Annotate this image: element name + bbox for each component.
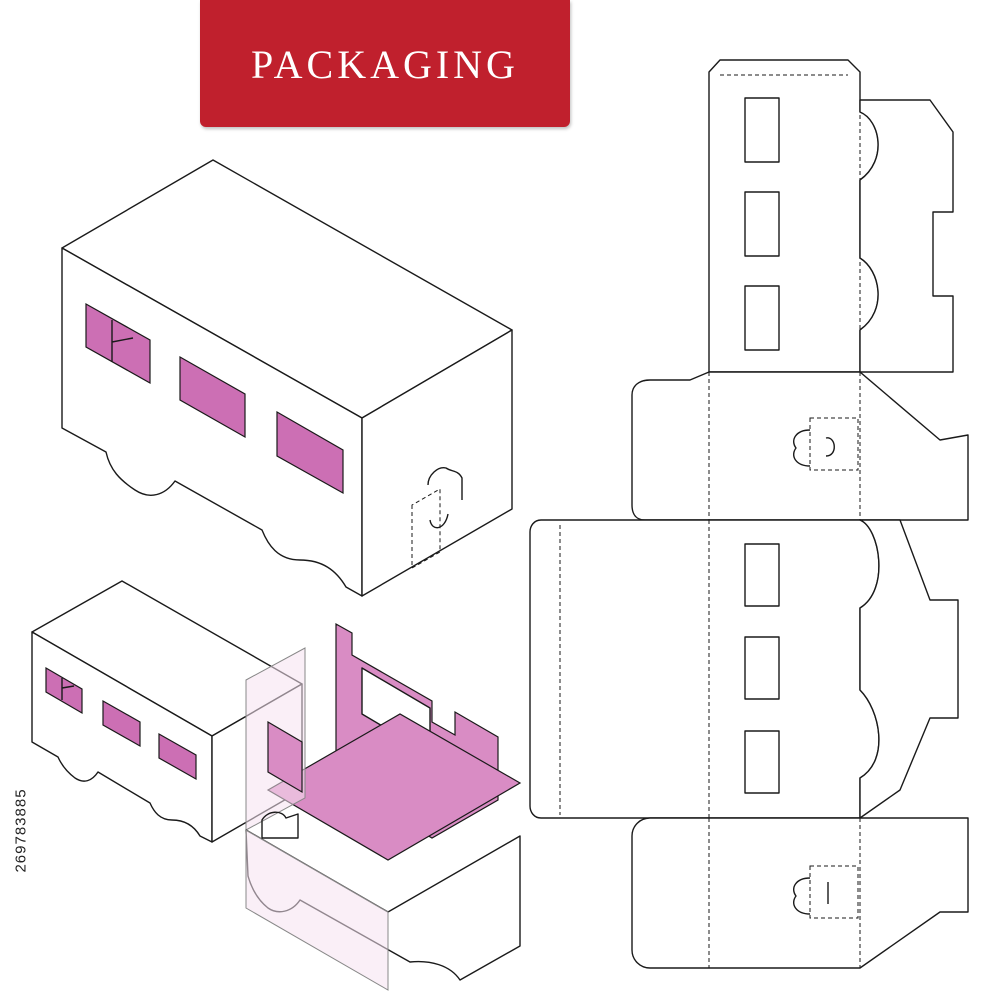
- dieline-lock-notch-2: [792, 877, 811, 915]
- dieline-main-right-flap: [859, 519, 959, 819]
- open-bus-window-2: [102, 699, 141, 748]
- stock-id-label: 269783885: [12, 788, 30, 873]
- bus-box-open-illustration: [31, 580, 522, 991]
- page-title: PACKAGING: [251, 42, 519, 87]
- dieline-window-5: [744, 636, 780, 700]
- open-box-side: [31, 631, 213, 843]
- dieline-top-right-flap: [859, 99, 954, 373]
- bus-box-closed-illustration: [61, 159, 513, 597]
- open-bus-door-slit: [61, 678, 75, 700]
- dieline-top-section: [708, 59, 879, 373]
- dieline-main-panel: [529, 519, 880, 819]
- title-banner: PACKAGING: [200, 0, 570, 127]
- end-lock-tab: [411, 488, 441, 569]
- open-box-floor: [266, 713, 522, 861]
- bus-window-1: [85, 302, 151, 385]
- dieline-lock-2: [809, 865, 859, 919]
- end-lock-notch: [427, 467, 463, 500]
- dieline-template: [529, 59, 969, 969]
- dieline-end-row-1: [631, 371, 969, 521]
- end-lock-curve: [429, 513, 449, 529]
- dieline-window-3: [744, 285, 780, 351]
- open-box-lock-tab: [261, 811, 299, 839]
- dieline-lock-curve-1: [825, 437, 835, 457]
- dieline-window-4: [744, 543, 780, 607]
- open-box-inner-window: [267, 720, 303, 794]
- dieline-window-1: [744, 97, 780, 163]
- dieline-lock-1: [809, 417, 859, 471]
- bus-door-slit: [111, 320, 134, 362]
- bus-window-3: [276, 410, 344, 495]
- dieline-window-6: [744, 730, 780, 794]
- bus-box-end-panel: [361, 329, 513, 597]
- dieline-window-2: [744, 191, 780, 257]
- dieline-end-row-2: [631, 817, 969, 969]
- open-bus-window-3: [158, 732, 197, 781]
- bus-window-2: [179, 355, 246, 439]
- open-box-clear-side: [245, 829, 389, 991]
- dieline-lock-notch-1: [792, 429, 811, 467]
- open-bus-window-1: [45, 666, 83, 715]
